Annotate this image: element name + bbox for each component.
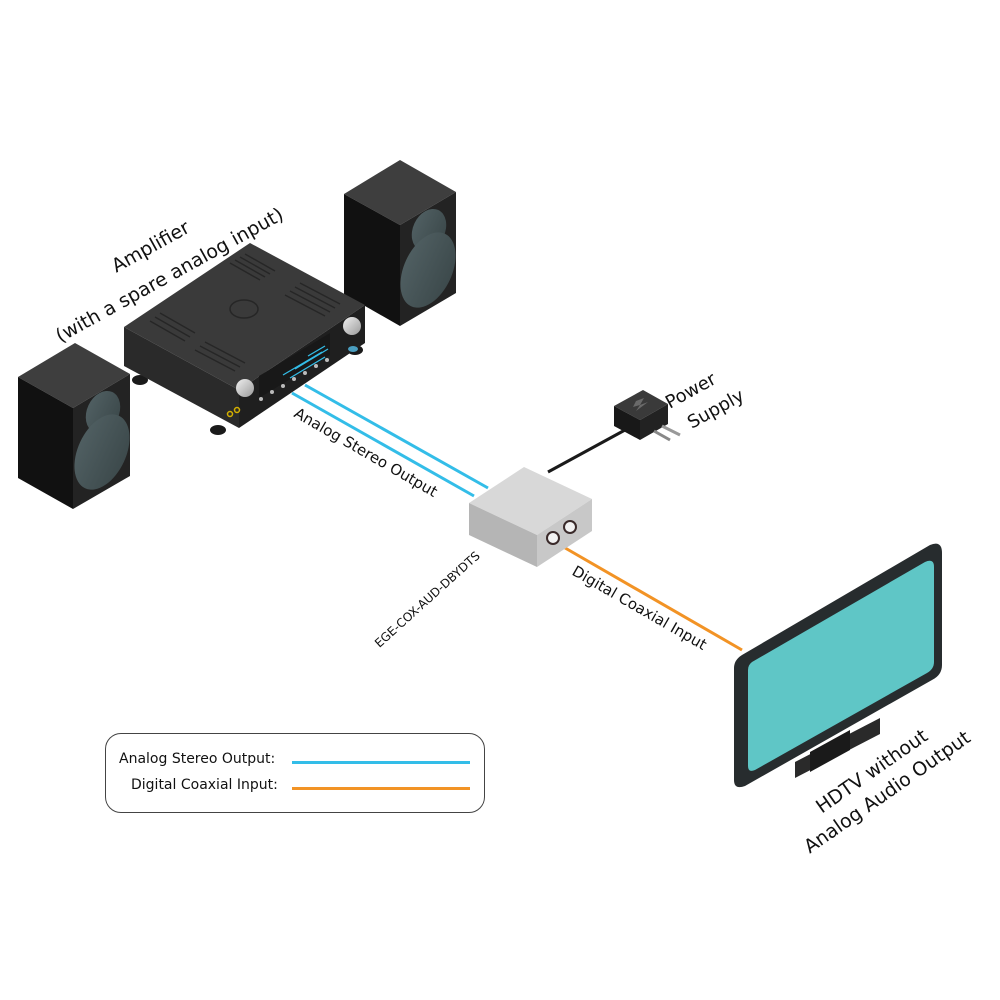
digital-cable xyxy=(559,543,743,652)
analog-cable-1 xyxy=(304,383,489,490)
legend-label-digital: Digital Coaxial Input: xyxy=(131,777,278,793)
amplifier xyxy=(124,243,365,435)
analog-cable-2 xyxy=(291,391,475,498)
volume-knob xyxy=(236,379,254,397)
woofer xyxy=(74,414,130,490)
converter-box xyxy=(469,467,592,567)
analog-cables xyxy=(291,383,489,498)
hdtv xyxy=(734,543,942,788)
legend: Analog Stereo Output: Digital Coaxial In… xyxy=(105,733,485,813)
legend-line-digital xyxy=(292,787,470,790)
power-cable xyxy=(547,428,626,474)
top-logo-ring xyxy=(229,299,259,319)
coax-port-1 xyxy=(546,531,560,545)
vent-grilles xyxy=(149,253,341,372)
legend-line-analog xyxy=(292,761,470,764)
coax-port-2 xyxy=(563,520,577,534)
lightning-icon xyxy=(633,398,648,411)
power-supply xyxy=(614,390,681,442)
speaker-right xyxy=(344,160,456,326)
display-panel xyxy=(259,333,330,398)
speaker-left xyxy=(18,343,130,509)
selector-knob xyxy=(343,317,361,335)
tv-screen xyxy=(748,560,934,771)
legend-label-analog: Analog Stereo Output: xyxy=(119,751,276,767)
